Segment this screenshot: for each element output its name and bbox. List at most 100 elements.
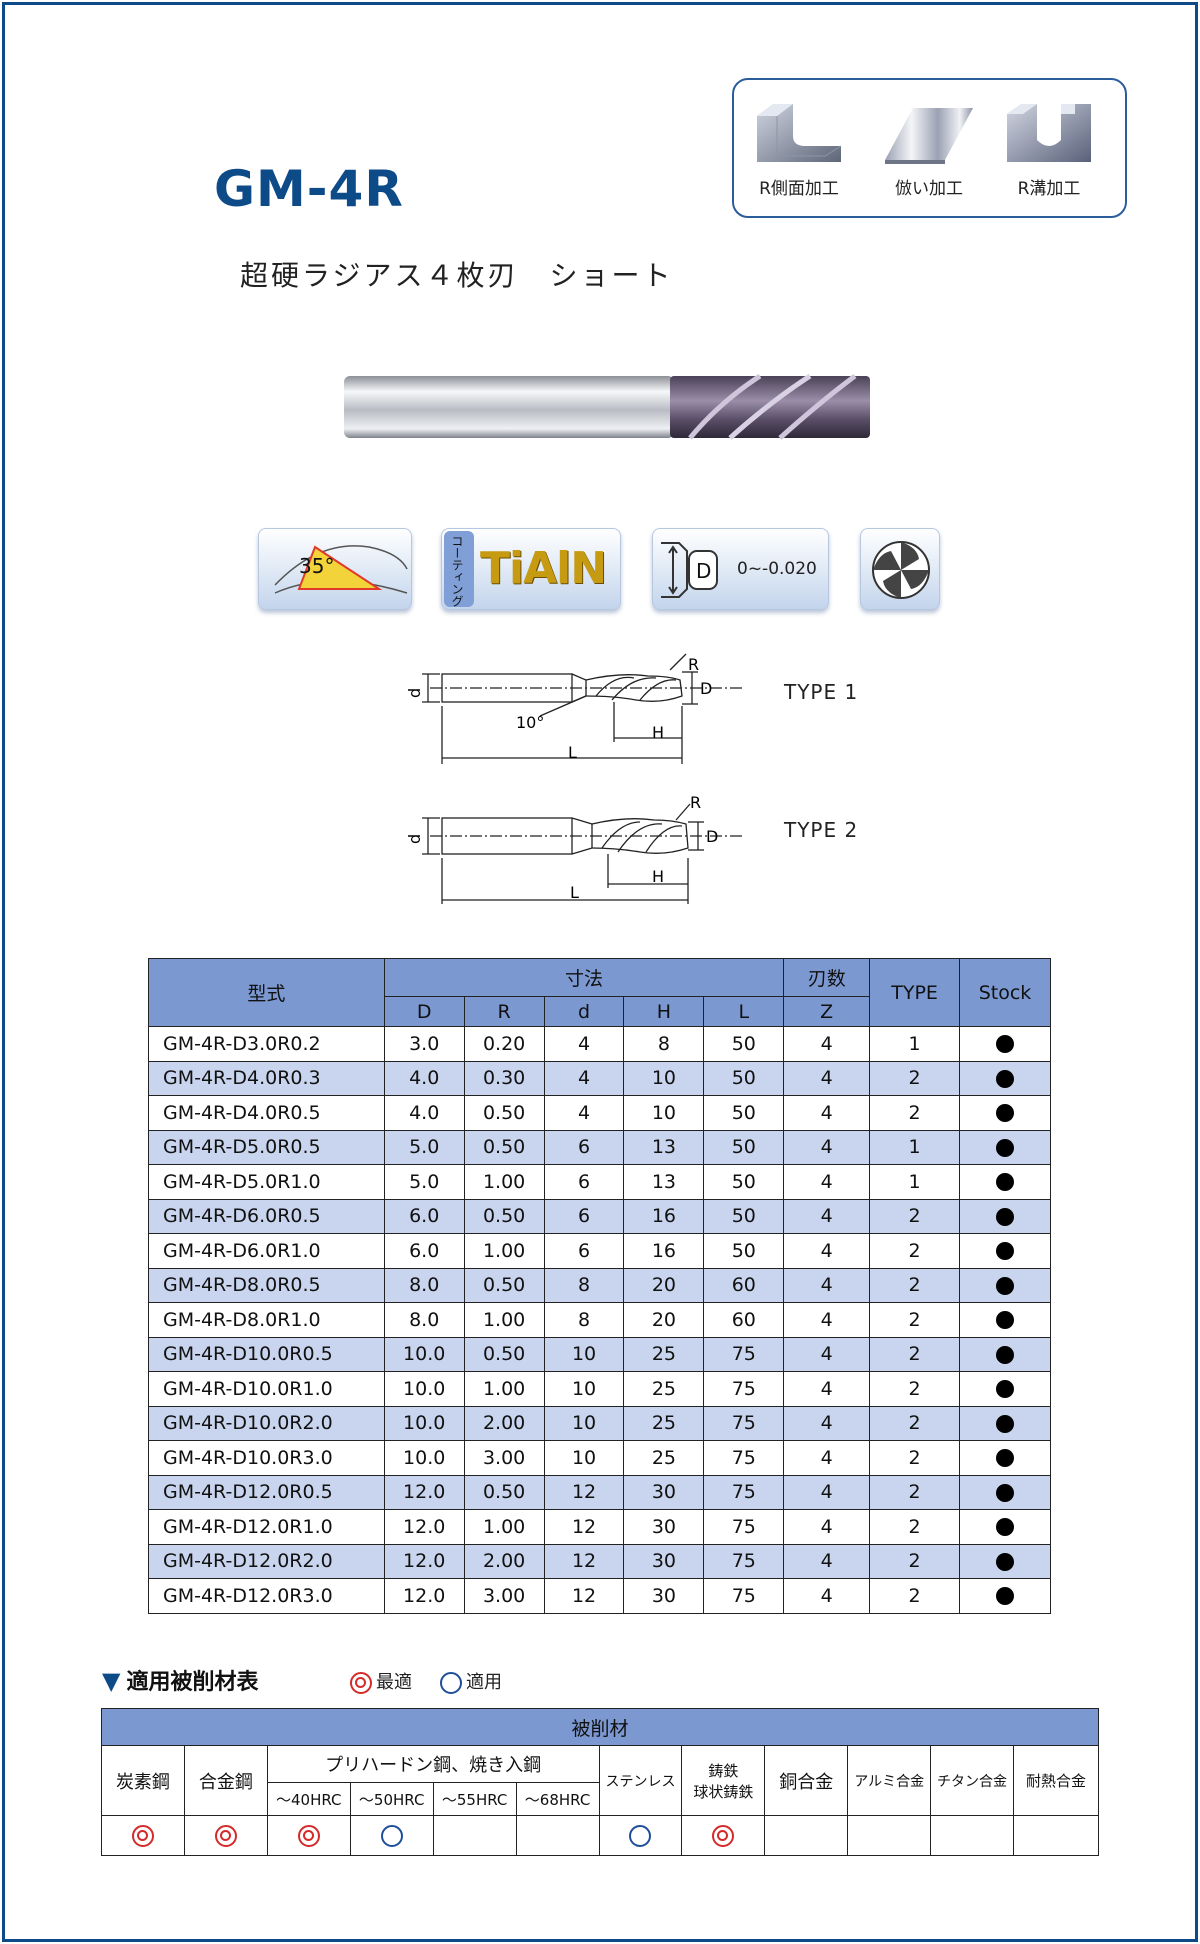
table-cell: 2: [869, 1198, 961, 1234]
table-cell: 50: [703, 1164, 785, 1200]
materials-ratings-row: [101, 1815, 1100, 1856]
dim-D-label: D: [706, 827, 718, 846]
table-cell: 12.0: [383, 1509, 465, 1545]
table-cell: 0.50: [463, 1129, 545, 1165]
stock-cell: [959, 1302, 1051, 1338]
mat-hrc50: ～50HRC: [349, 1782, 434, 1816]
in-stock-dot-icon: [996, 1414, 1015, 1433]
table-cell: 12: [543, 1474, 625, 1510]
mat-stainless: ステンレス: [598, 1745, 683, 1816]
col-L: L: [703, 996, 785, 1027]
dim-R-label: R: [690, 793, 701, 812]
table-cell: 20: [623, 1302, 705, 1338]
col-H: H: [623, 996, 705, 1027]
table-cell: 1: [869, 1026, 961, 1062]
table-cell: 25: [623, 1440, 705, 1476]
rating-cell: [930, 1815, 1014, 1856]
table-cell: 1.00: [463, 1164, 545, 1200]
table-cell: 12: [543, 1578, 625, 1614]
mat-titanium: チタン合金: [930, 1745, 1014, 1816]
table-cell: 2: [869, 1095, 961, 1131]
model-cell: GM-4R-D12.0R3.0: [148, 1578, 385, 1614]
dim-H-label: H: [652, 723, 664, 742]
table-cell: 0.50: [463, 1095, 545, 1131]
table-cell: 4: [783, 1233, 871, 1269]
table-cell: 0.50: [463, 1336, 545, 1372]
type1-diagram: d D R H L 10°: [405, 653, 745, 764]
table-cell: 75: [703, 1509, 785, 1545]
mat-hrc40: ～40HRC: [266, 1782, 351, 1816]
table-cell: 4: [543, 1095, 625, 1131]
table-cell: 4: [783, 1336, 871, 1372]
table-cell: 4: [783, 1509, 871, 1545]
table-cell: 4: [783, 1198, 871, 1234]
table-cell: 2: [869, 1302, 961, 1338]
table-cell: 10.0: [383, 1440, 465, 1476]
mat-hrc68: ～68HRC: [515, 1782, 600, 1816]
circle-icon: [380, 1824, 403, 1847]
table-cell: 4: [783, 1060, 871, 1096]
dim-D-label: D: [700, 679, 712, 698]
table-cell: 6: [543, 1198, 625, 1234]
table-cell: 10.0: [383, 1371, 465, 1407]
stock-cell: [959, 1336, 1051, 1372]
rating-cell: [681, 1815, 766, 1856]
table-cell: 4: [783, 1026, 871, 1062]
table-cell: 10: [543, 1371, 625, 1407]
table-cell: 8.0: [383, 1267, 465, 1303]
tolerance-value: 0~-0.020: [737, 559, 817, 579]
table-cell: 2.00: [463, 1543, 545, 1579]
table-cell: 1.00: [463, 1302, 545, 1338]
table-cell: 60: [703, 1267, 785, 1303]
table-cell: 8: [623, 1026, 705, 1062]
table-cell: 2: [869, 1440, 961, 1476]
mat-heat-resistant: 耐熱合金: [1012, 1745, 1100, 1816]
rating-cell: [183, 1815, 268, 1856]
table-cell: 12.0: [383, 1474, 465, 1510]
dim-d-label: d: [405, 688, 424, 698]
table-cell: 30: [623, 1543, 705, 1579]
table-cell: 20: [623, 1267, 705, 1303]
tolerance-symbol: D: [696, 559, 711, 583]
stock-cell: [959, 1440, 1051, 1476]
stock-cell: [959, 1233, 1051, 1269]
col-d: d: [543, 996, 625, 1027]
in-stock-dot-icon: [996, 1104, 1015, 1123]
model-cell: GM-4R-D6.0R1.0: [148, 1233, 385, 1269]
table-cell: 4: [783, 1543, 871, 1579]
process-label: R側面加工: [759, 179, 839, 199]
model-cell: GM-4R-D10.0R0.5: [148, 1336, 385, 1372]
legend-best: 最適: [350, 1668, 412, 1694]
stock-cell: [959, 1060, 1051, 1096]
table-cell: 2: [869, 1578, 961, 1614]
table-cell: 1.00: [463, 1509, 545, 1545]
table-cell: 2: [869, 1060, 961, 1096]
table-cell: 6.0: [383, 1198, 465, 1234]
model-cell: GM-4R-D8.0R0.5: [148, 1267, 385, 1303]
table-cell: 10: [623, 1095, 705, 1131]
table-cell: 4: [783, 1129, 871, 1165]
table-cell: 30: [623, 1474, 705, 1510]
in-stock-dot-icon: [996, 1345, 1015, 1364]
in-stock-dot-icon: [996, 1311, 1015, 1330]
table-cell: 3.00: [463, 1578, 545, 1614]
in-stock-dot-icon: [996, 1380, 1015, 1399]
table-cell: 4: [783, 1302, 871, 1338]
rating-cell: [101, 1815, 185, 1856]
table-cell: 75: [703, 1440, 785, 1476]
double-circle-icon: [712, 1824, 735, 1847]
process-label: R溝加工: [1017, 179, 1081, 199]
rating-cell: [847, 1815, 932, 1856]
type2-label: TYPE 2: [784, 818, 859, 842]
table-cell: 4: [783, 1474, 871, 1510]
table-cell: 25: [623, 1336, 705, 1372]
